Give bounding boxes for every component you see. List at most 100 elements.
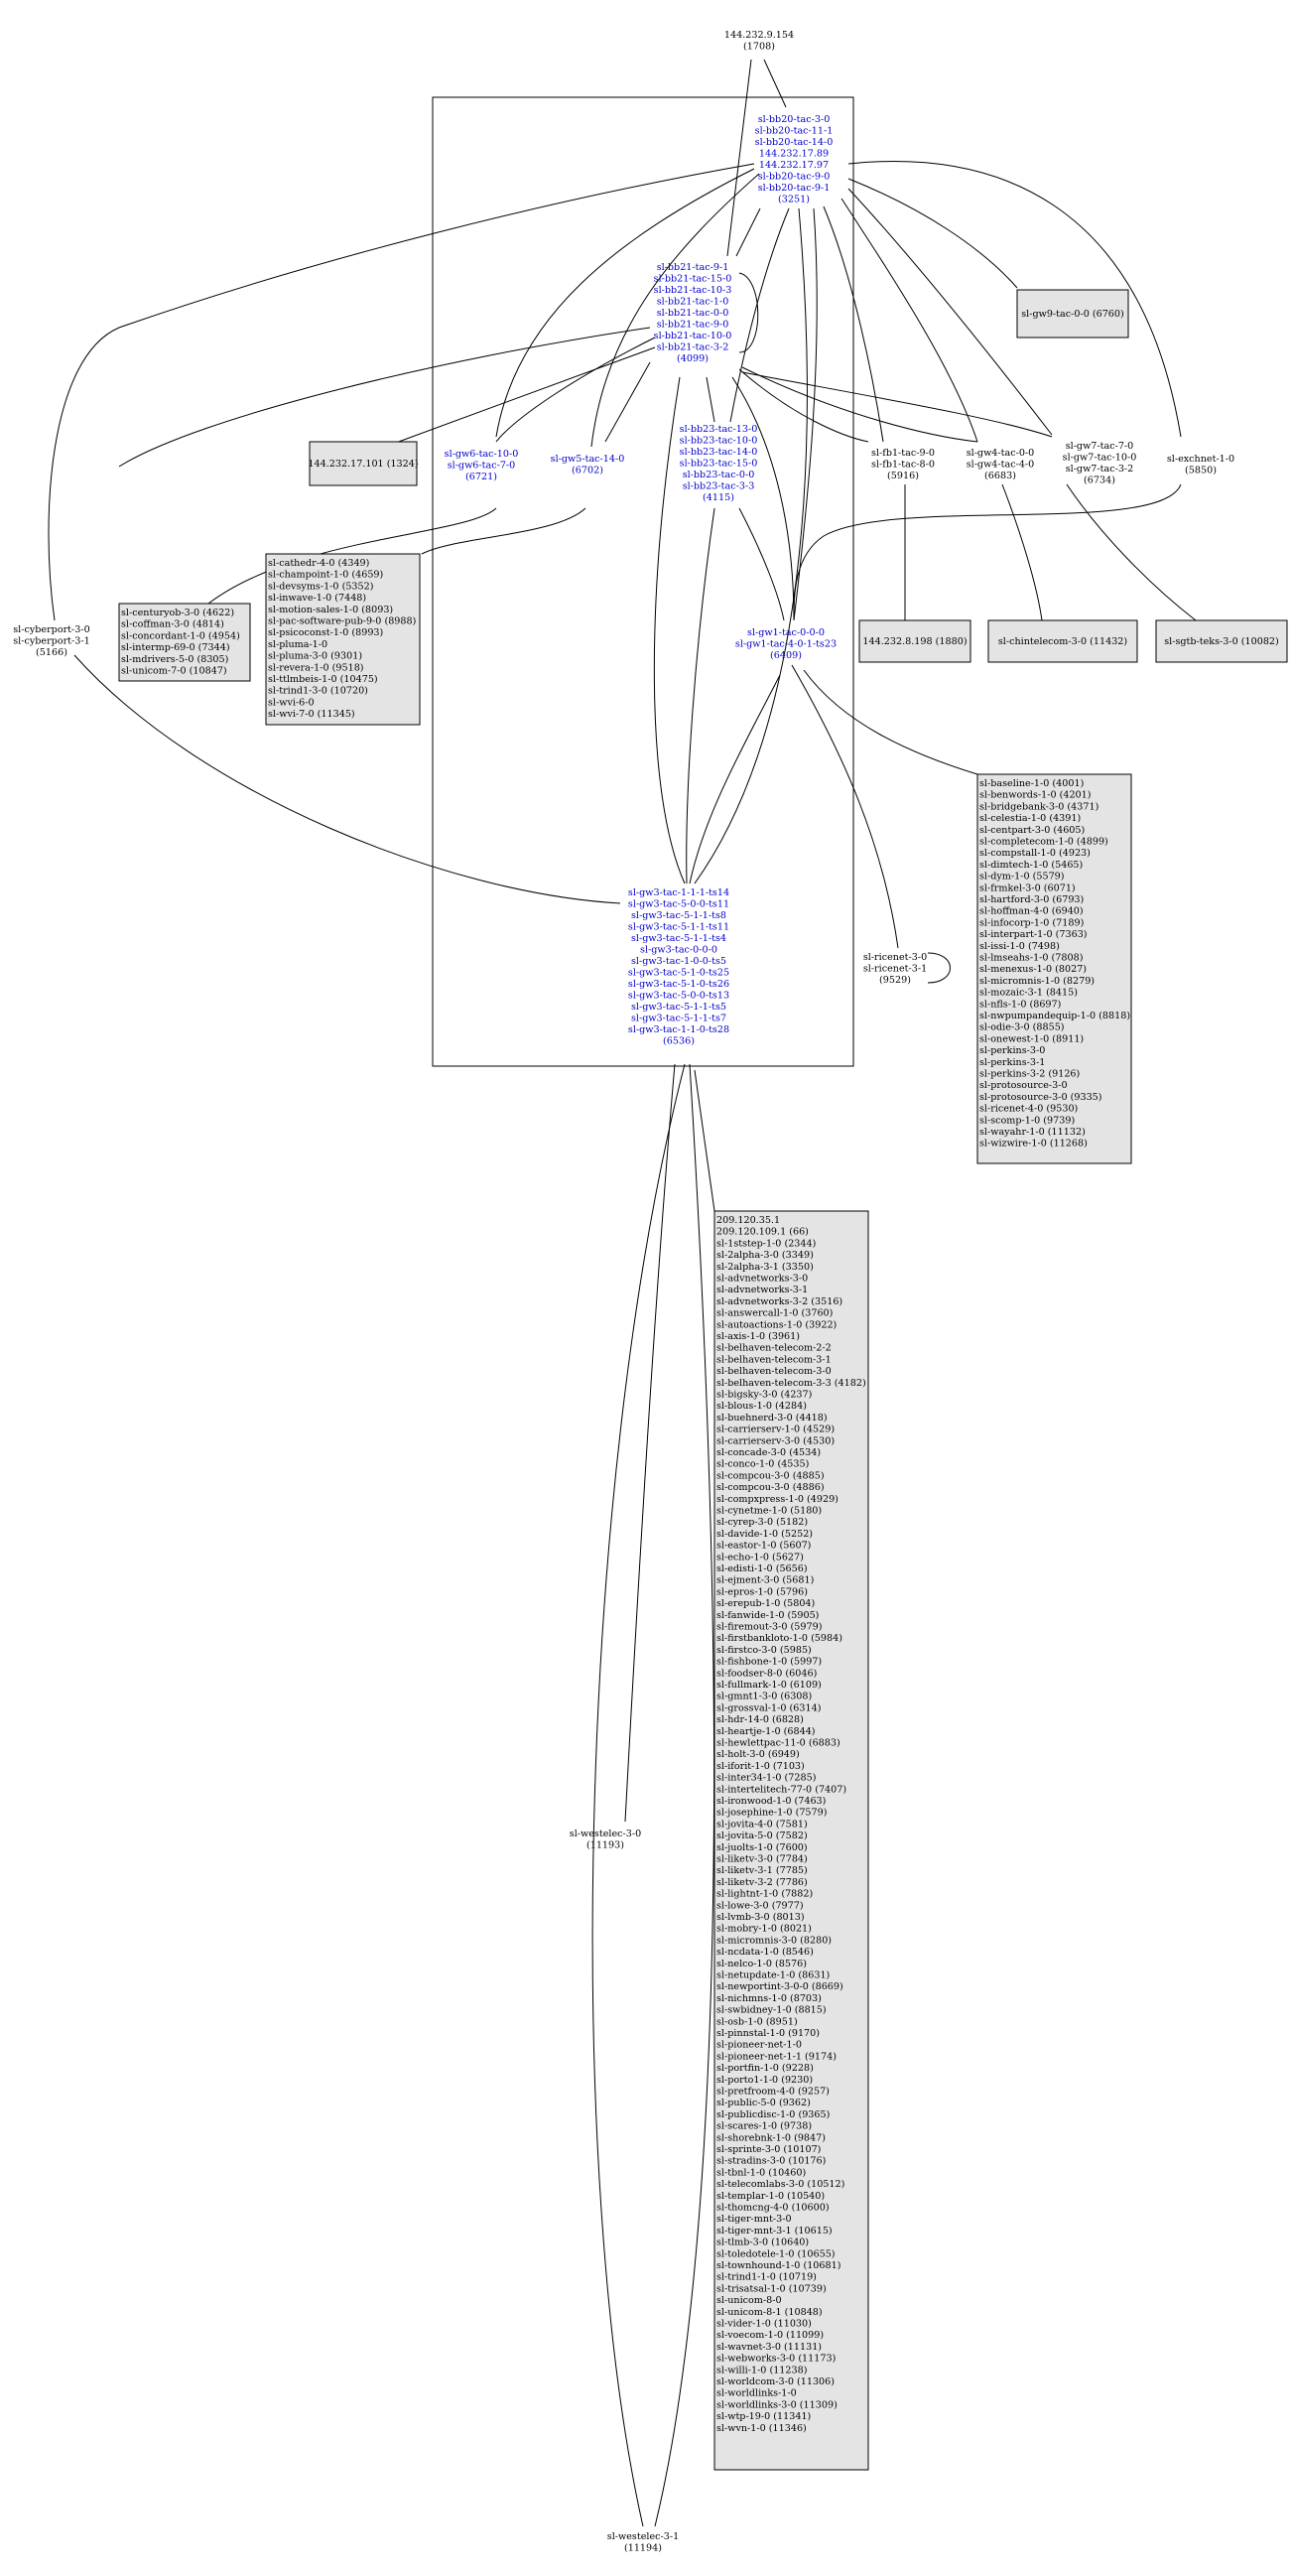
label-line: sl-wtp-19-0 (11341) (716, 2411, 811, 2422)
label-line: sl-completecom-1-0 (4899) (979, 837, 1108, 848)
label-line: sl-gw1-tac-0-0-0 (747, 627, 825, 638)
label-line: sl-micromnis-3-0 (8280) (716, 1935, 832, 1946)
label-line: sl-bb23-tac-14-0 (680, 447, 758, 458)
label-line: sl-centuryob-3-0 (4622) (121, 608, 234, 618)
edge-gw3-box4 (694, 1069, 715, 1212)
label-line: sl-motion-sales-1-0 (8093) (268, 605, 393, 615)
label-line: sl-jovita-5-0 (7582) (716, 1830, 808, 1841)
label-line: sl-pioneer-net-1-0 (716, 2040, 802, 2051)
box-ip101: 144.232.17.101 (1324) (308, 441, 419, 486)
label-line: sl-menexus-1-0 (8027) (979, 964, 1087, 975)
label-line: sl-coffman-3-0 (4814) (121, 619, 224, 630)
label-line: sl-autoactions-1-0 (3922) (716, 1319, 837, 1330)
label-line: sl-hoffman-4-0 (6940) (979, 906, 1084, 917)
label-line: sl-intertelitech-77-0 (7407) (716, 1784, 846, 1795)
label-line: sl-carrierserv-3-0 (4530) (716, 1435, 835, 1446)
label-line: sl-gw3-tac-5-1-1-ts7 (631, 1014, 726, 1024)
label-line: sl-voecom-1-0 (11099) (716, 2330, 824, 2341)
label-line: sl-josephine-1-0 (7579) (716, 1808, 827, 1819)
label-line: (5166) (36, 647, 67, 658)
edge-gw3-westelec1 (624, 1063, 676, 1823)
label-line: sl-nfls-1-0 (8697) (979, 999, 1061, 1010)
node-gw9-router: sl-gw9-tac-0-0 (6760) (1021, 309, 1124, 320)
label-line: sl-perkins-3-0 (979, 1045, 1045, 1056)
label-line: sl-2alpha-3-1 (3350) (716, 1262, 814, 1273)
label-line: sl-compxpress-1-0 (4929) (716, 1494, 839, 1505)
edge-cyberport-gw3 (73, 654, 621, 904)
label-line: sl-bb20-tac-9-0 (758, 172, 831, 183)
label-line: sl-erepub-1-0 (5804) (716, 1598, 815, 1609)
edge-bb21-ip101 (384, 346, 656, 448)
label-line: sl-benwords-1-0 (4201) (979, 790, 1092, 801)
label-line: sl-liketv-3-1 (7785) (716, 1865, 808, 1876)
label-line: sl-devsyms-1-0 (5352) (268, 581, 373, 592)
label-line: sl-centpart-3-0 (4605) (979, 825, 1085, 836)
label-line: sl-psicoconst-1-0 (8993) (268, 627, 383, 638)
edge-bb20-exchnet (847, 161, 1182, 438)
label-line: (11193) (586, 1840, 624, 1851)
edge-bb20-gw5 (590, 173, 760, 448)
label-line: sl-infocorp-1-0 (7189) (979, 917, 1084, 928)
label-line: sl-holt-3-0 (6949) (716, 1749, 800, 1760)
label-line: sl-vider-1-0 (11030) (716, 2319, 812, 2330)
label-line: sl-foodser-8-0 (6046) (716, 1668, 817, 1679)
label-line: sl-wvi-6-0 (268, 697, 315, 708)
label-line: sl-shorebnk-1-0 (9847) (716, 2132, 826, 2143)
label-line: sl-bb20-tac-3-0 (758, 114, 831, 125)
edge-bb21-cyberport (118, 327, 651, 468)
label-line: sl-scares-1-0 (9738) (716, 2121, 812, 2132)
label-line: sl-gw3-tac-0-0-0 (640, 945, 717, 956)
label-line: sl-ncdata-1-0 (8546) (716, 1947, 814, 1958)
label-line: sl-wvi-7-0 (11345) (268, 709, 355, 720)
label-line: sl-tbnl-1-0 (10460) (716, 2167, 806, 2178)
edge-bb23-gw1 (738, 507, 785, 621)
edge-gw7-sgtb (1066, 483, 1197, 621)
label-line: sl-gmnt1-3-0 (6308) (716, 1692, 812, 1702)
label-line: (6683) (984, 471, 1016, 481)
label-line: sl-bigsky-3-0 (4237) (716, 1390, 812, 1401)
label-line: sl-lightnt-1-0 (7882) (716, 1889, 813, 1900)
edge-gw3-westelec2-right (654, 1063, 714, 2527)
label-line: (6734) (1084, 475, 1115, 486)
edge-bb21-fb1 (738, 368, 869, 443)
label-line: sl-liketv-3-2 (7786) (716, 1877, 808, 1888)
label-line: sl-compcou-3-0 (4885) (716, 1470, 825, 1481)
edge-bb21-self (738, 272, 759, 353)
label-line: sl-swbidney-1-0 (8815) (716, 2005, 827, 2016)
label-line: sl-mdrivers-5-0 (8305) (121, 654, 228, 665)
label-line: sl-trisatsal-1-0 (10739) (716, 2283, 827, 2294)
label-line: sl-pinnstal-1-0 (9170) (716, 2028, 820, 2039)
label-line: sl-gw3-tac-5-0-0-ts13 (628, 991, 729, 1002)
label-line: sl-nichmns-1-0 (8703) (716, 1993, 822, 2004)
label-line: sl-portfin-1-0 (9228) (716, 2063, 814, 2074)
edge-bb21-gw6 (495, 337, 656, 443)
box-gw9: sl-gw9-tac-0-0 (6760) (1016, 289, 1129, 339)
label-line: sl-onewest-1-0 (8911) (979, 1033, 1084, 1044)
edge-bb21-gw7 (741, 371, 1053, 438)
label-line: sl-wvn-1-0 (11346) (716, 2423, 807, 2434)
label-line: sl-micromnis-1-0 (8279) (979, 976, 1095, 987)
label-line: sl-tiger-mnt-3-0 (716, 2214, 792, 2225)
node-westelec-3-0: sl-westelec-3-0(11193) (570, 1829, 641, 1851)
label-line: sl-westelec-3-1 (607, 2531, 679, 2542)
label-line: sl-toledotele-1-0 (10655) (716, 2248, 836, 2259)
label-line: sl-gw9-tac-0-0 (6760) (1021, 309, 1124, 320)
label-line: sl-firstco-3-0 (5985) (716, 1645, 812, 1656)
label-line: sl-gw3-tac-1-1-1-ts14 (628, 887, 729, 898)
label-line: sl-stradins-3-0 (10176) (716, 2156, 826, 2167)
box-sgtb: sl-sgtb-teks-3-0 (10082) (1155, 619, 1288, 663)
label-line: (6409) (770, 650, 802, 661)
label-line: sl-jovita-4-0 (7581) (716, 1819, 808, 1830)
label-line: sl-nelco-1-0 (8576) (716, 1959, 807, 1969)
node-ip-17-101: 144.232.17.101 (1324) (308, 459, 418, 470)
label-line: sl-gw7-tac-3-2 (1066, 464, 1134, 475)
label-line: sl-eastor-1-0 (5607) (716, 1541, 811, 1552)
